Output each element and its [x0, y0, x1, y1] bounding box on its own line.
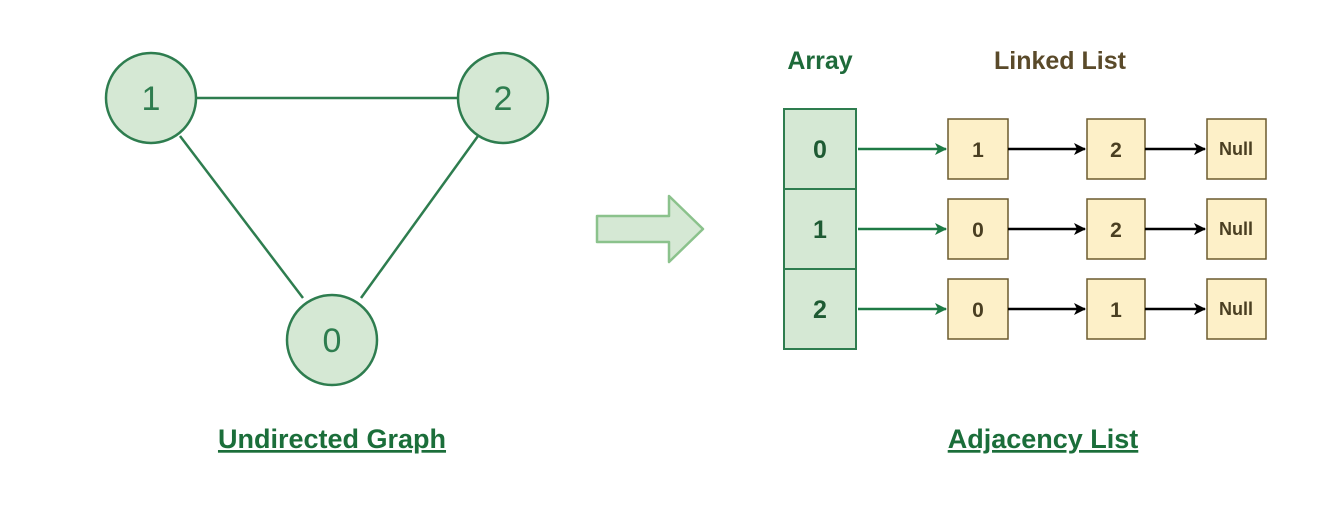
row-1-null-label: Null [1219, 219, 1253, 239]
graph-node-1-label: 1 [142, 80, 161, 118]
array-cell-2 [783, 268, 857, 350]
linked-list-heading: Linked List [994, 47, 1127, 75]
row-0-node-a-label: 1 [972, 139, 984, 162]
list-row-1: 0 2 Null [858, 198, 1267, 260]
row-1-node-a-label: 0 [972, 219, 984, 242]
graph-node-2-label: 2 [494, 80, 513, 118]
edge-2-0 [359, 135, 480, 299]
row-1-node-b [1086, 198, 1146, 260]
array-cell-1 [783, 188, 857, 270]
undirected-graph: 1 2 0 Undirected Graph [104, 51, 550, 454]
array-column: 0 1 2 [783, 108, 857, 350]
graph-node-0: 0 [285, 293, 379, 387]
adjacency-caption: Adjacency List [948, 424, 1139, 454]
row-0-null-label: Null [1219, 139, 1253, 159]
row-1-node-b-label: 2 [1110, 219, 1122, 242]
graph-node-1: 1 [104, 51, 198, 145]
edge-1-0 [179, 135, 304, 299]
graph-caption: Undirected Graph [218, 424, 446, 454]
row-2-node-a [947, 278, 1009, 340]
list-row-2: 0 1 Null [858, 278, 1267, 340]
row-1-null [1206, 198, 1267, 260]
array-heading: Array [787, 47, 852, 75]
graph-node-2: 2 [456, 51, 550, 145]
row-0-node-b [1086, 118, 1146, 180]
row-1-node-a [947, 198, 1009, 260]
list-row-0: 1 2 Null [858, 118, 1267, 180]
row-0-node-a [947, 118, 1009, 180]
adjacency-list: Array Linked List 0 1 2 1 2 Null 0 [783, 47, 1267, 454]
row-2-node-b-label: 1 [1110, 299, 1122, 322]
row-2-null [1206, 278, 1267, 340]
row-2-null-label: Null [1219, 299, 1253, 319]
array-cell-1-label: 1 [813, 216, 827, 244]
row-0-null [1206, 118, 1267, 180]
right-block-arrow-icon [595, 194, 705, 264]
array-cell-2-label: 2 [813, 296, 827, 324]
array-cell-0-label: 0 [813, 136, 827, 164]
graph-node-0-label: 0 [323, 322, 342, 360]
row-2-node-a-label: 0 [972, 299, 984, 322]
array-cell-0 [783, 108, 857, 190]
row-0-node-b-label: 2 [1110, 139, 1122, 162]
